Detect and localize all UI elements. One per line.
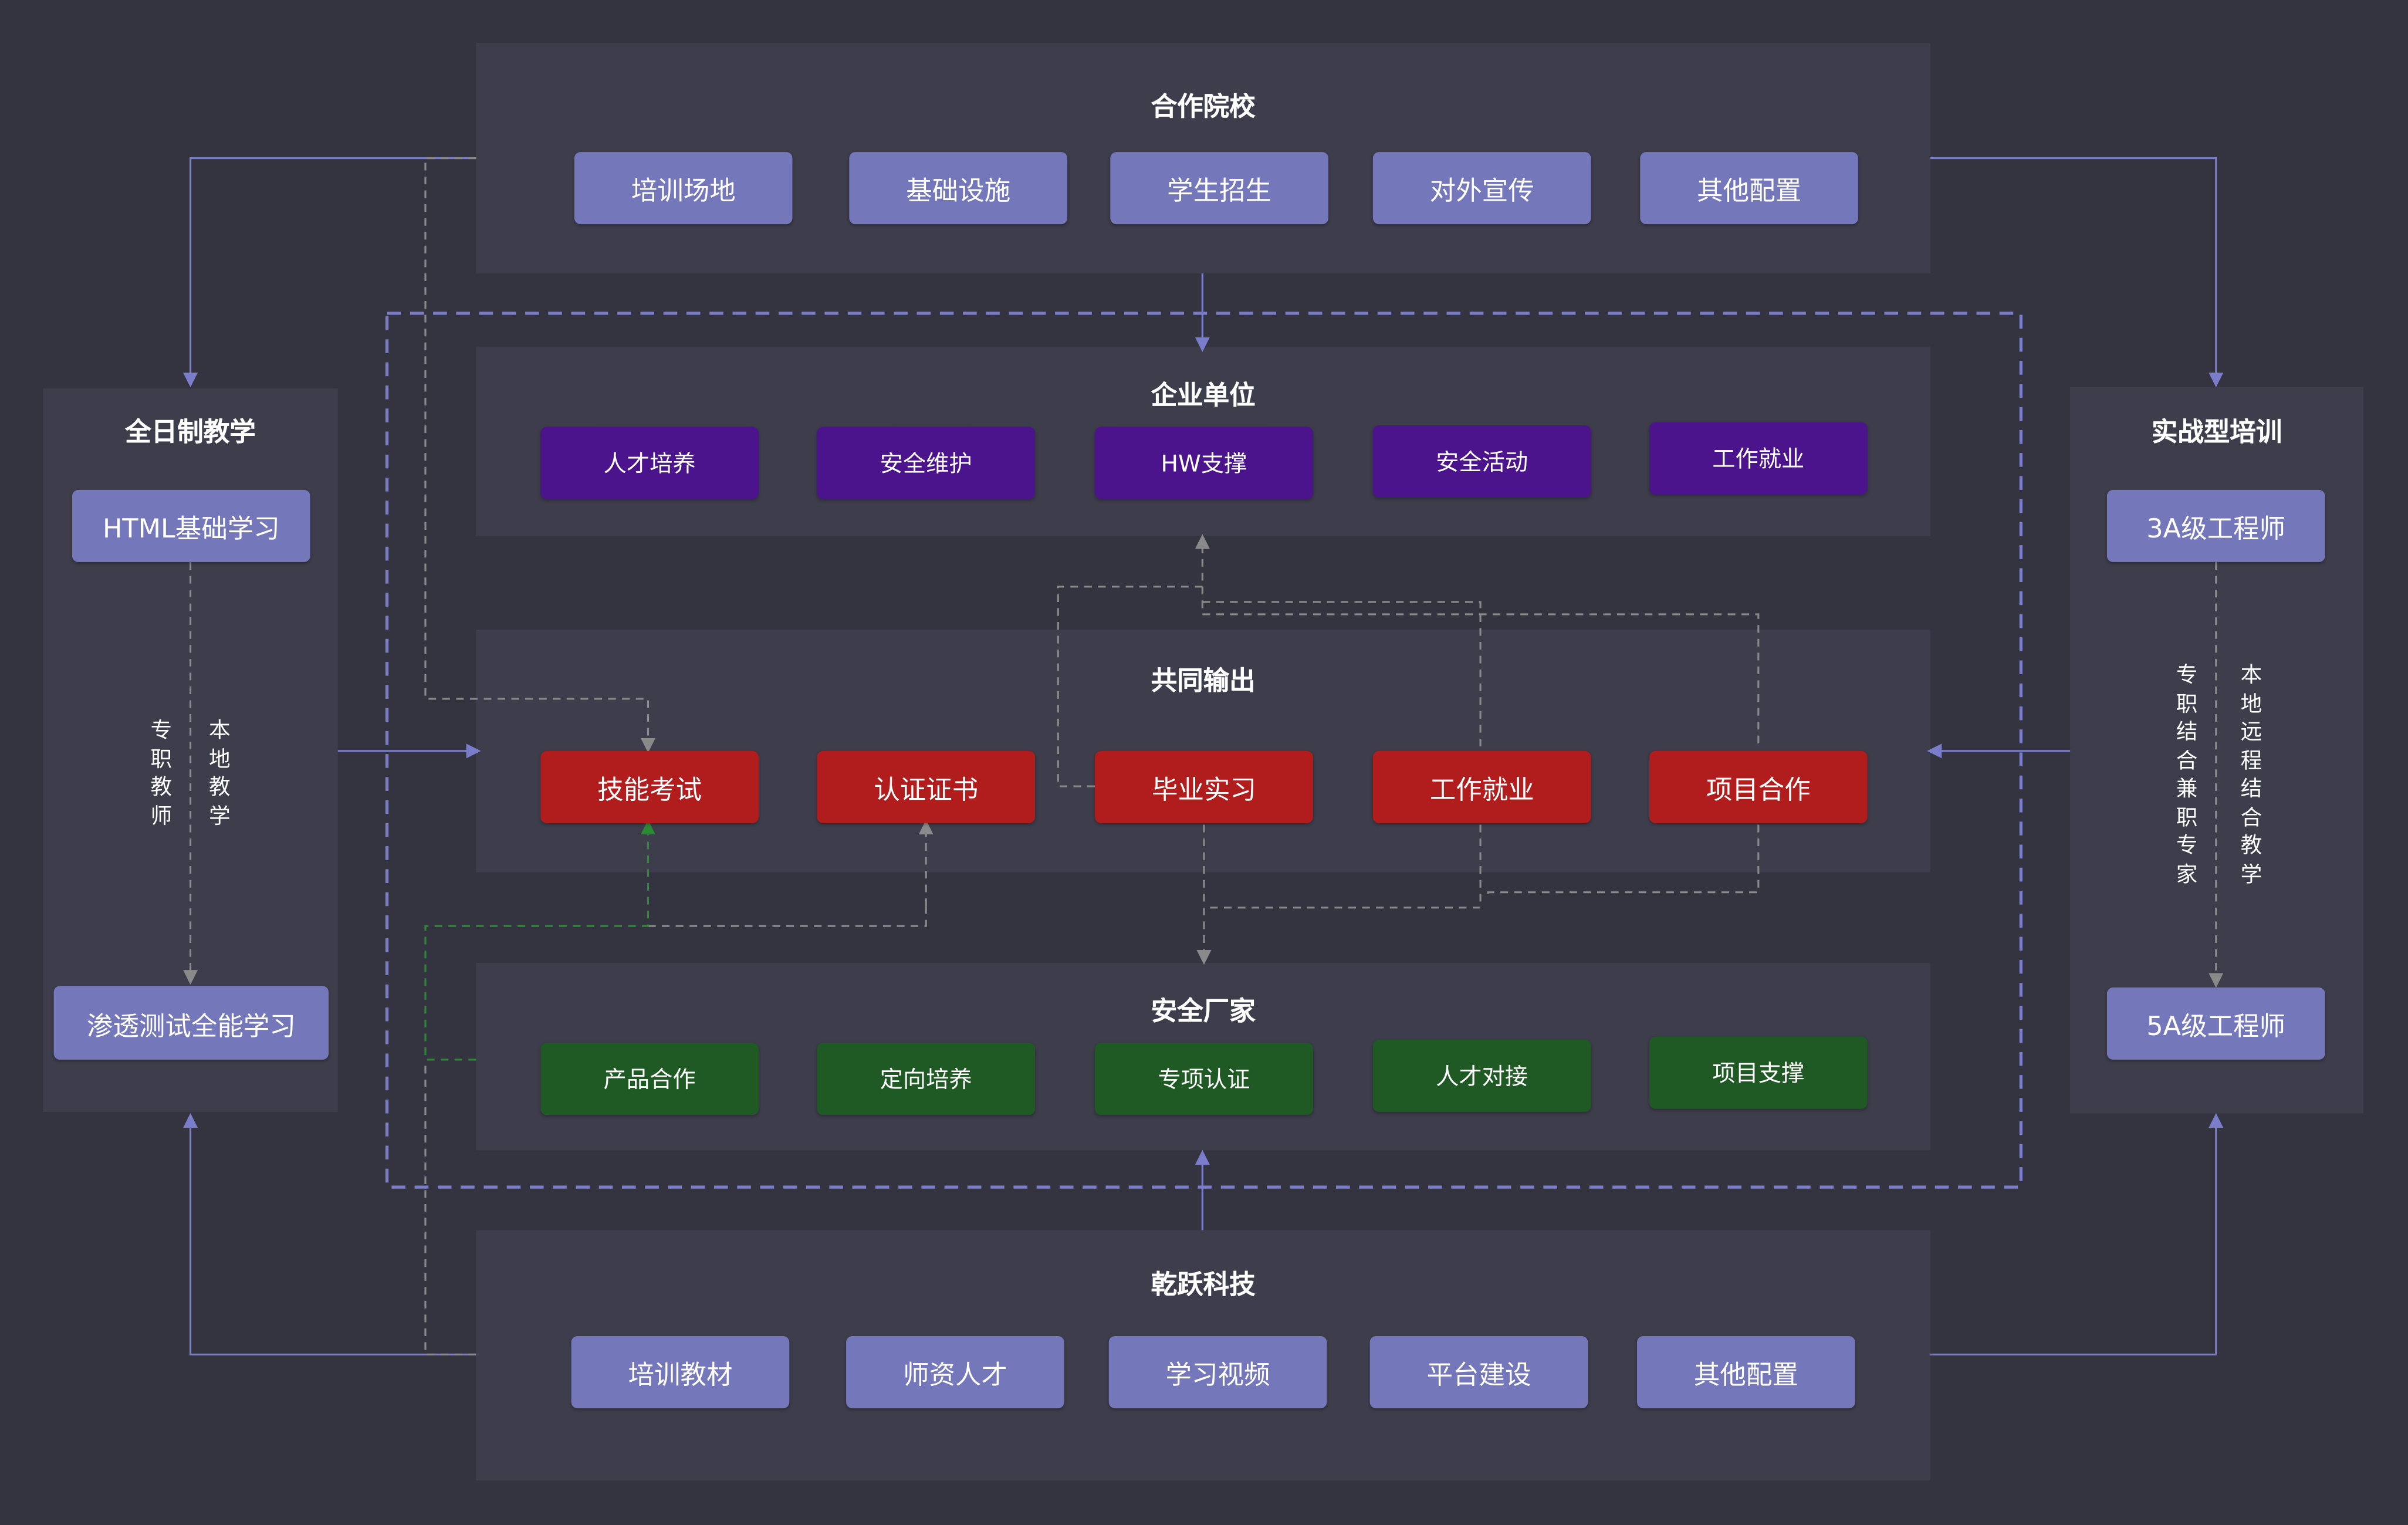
panel-title-partner-schools: 合作院校 (1151, 92, 1256, 123)
item-html-basics: HTML基础学习 (72, 489, 310, 562)
panel-title-enterprise: 企业单位 (1151, 381, 1256, 412)
item-security-activities: 安全活动 (1372, 425, 1591, 498)
label-local-remote-teaching: 本地远程结合教学 (2240, 663, 2262, 887)
item-talent-matching: 人才对接 (1372, 1039, 1591, 1112)
item-graduation-internship: 毕业实习 (1095, 750, 1313, 823)
item-skill-exam: 技能考试 (540, 750, 759, 823)
item-teaching-staff: 师资人才 (846, 1336, 1064, 1409)
item-other-config-bottom: 其他配置 (1637, 1336, 1855, 1409)
panel-title-fulltime-teaching: 全日制教学 (125, 417, 256, 449)
item-infrastructure: 基础设施 (849, 152, 1068, 225)
panel-title-qianyue-tech: 乾跃科技 (1151, 1270, 1256, 1301)
item-pentest-learning: 渗透测试全能学习 (53, 986, 329, 1060)
item-targeted-training: 定向培养 (817, 1043, 1036, 1115)
item-training-venue: 培训场地 (574, 152, 793, 225)
item-platform-building: 平台建设 (1369, 1336, 1588, 1409)
item-certification: 认证证书 (817, 750, 1036, 823)
item-project-support: 项目支撑 (1649, 1036, 1868, 1109)
item-learning-videos: 学习视频 (1108, 1336, 1327, 1409)
panel-title-practical-training: 实战型培训 (2151, 417, 2282, 449)
item-public-promotion: 对外宣传 (1372, 152, 1591, 225)
item-project-cooperation: 项目合作 (1649, 750, 1868, 823)
item-talent-training: 人才培养 (540, 427, 759, 499)
item-hw-support: HW支撑 (1095, 427, 1313, 499)
panel-title-security-vendor: 安全厂家 (1151, 996, 1256, 1027)
item-3a-engineer: 3A级工程师 (2106, 489, 2325, 562)
item-5a-engineer: 5A级工程师 (2106, 987, 2325, 1060)
item-employment-joint: 工作就业 (1372, 750, 1591, 823)
item-product-cooperation: 产品合作 (540, 1043, 759, 1115)
dashed-frame (385, 312, 2023, 1189)
item-training-materials: 培训教材 (571, 1336, 790, 1409)
label-fulltime-parttime-experts: 专职结合兼职专家 (2176, 663, 2198, 887)
label-fulltime-teachers: 专职教师 (150, 718, 173, 829)
item-security-maintenance: 安全维护 (817, 427, 1036, 499)
label-local-teaching: 本地教学 (208, 718, 231, 829)
item-other-config-top: 其他配置 (1640, 152, 1858, 225)
item-student-enrollment: 学生招生 (1110, 152, 1328, 225)
item-special-certification: 专项认证 (1095, 1043, 1313, 1115)
panel-title-joint-output: 共同输出 (1151, 666, 1256, 698)
item-employment-enterprise: 工作就业 (1649, 422, 1868, 495)
